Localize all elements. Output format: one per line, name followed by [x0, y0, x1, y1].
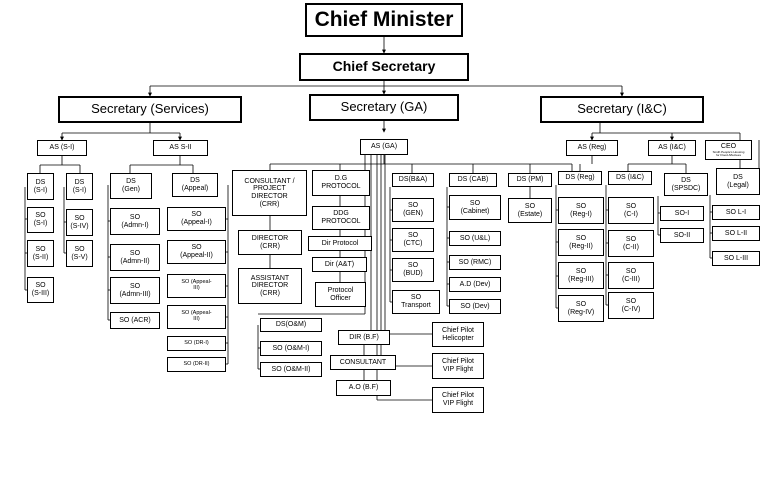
ddg-protocol-box: DDG PROTOCOL: [312, 206, 370, 230]
dir-protocol-box: Dir Protocol: [308, 236, 372, 251]
secretary-ga-box: Secretary (GA): [309, 94, 459, 121]
so-bud-box: SO (BUD): [392, 258, 434, 282]
so-dr1-box: SO (DR-I): [167, 336, 226, 351]
as-ga-box: AS (GA): [360, 139, 408, 155]
so-dev-box: SO (Dev): [449, 299, 501, 314]
so-s3-box: SO (S-III): [27, 277, 54, 303]
so-gen-box: SO (GEN): [392, 198, 434, 222]
so-appeal4-box: SO (Appeal- III): [167, 305, 226, 329]
so-admn2-box: SO (Admn-II): [110, 244, 160, 271]
so-reg3-box: SO (Reg-III): [558, 262, 604, 289]
so-s4-box: SO (S-IV): [66, 209, 93, 236]
ds-cab-box: DS (CAB): [449, 173, 497, 187]
so-l2-box: SO L-II: [712, 226, 760, 241]
so-appeal3-box: SO (Appeal- III): [167, 274, 226, 298]
so-ctc-box: SO (CTC): [392, 228, 434, 252]
as-reg-box: AS (Reg): [566, 140, 618, 156]
ds-om-box: DS(O&M): [260, 318, 322, 332]
ds-spsdc-box: DS (SPSDC): [664, 173, 708, 196]
secretary-ic-box: Secretary (I&C): [540, 96, 704, 123]
so-2-box: SO-II: [660, 228, 704, 243]
so-s1-box: SO (S-I): [27, 207, 54, 233]
consultant-crr-box: CONSULTANT / PROJECT DIRECTOR (CRR): [232, 170, 307, 216]
secretary-services-box: Secretary (Services): [58, 96, 242, 123]
so-acr-box: SO (ACR): [110, 312, 160, 329]
director-crr-box: DIRECTOR (CRR): [238, 230, 302, 255]
ds-s1-box-2: DS (S-I): [66, 173, 93, 200]
so-reg2-box: SO (Reg-II): [558, 229, 604, 256]
chief-pilot-vip-flight-box-2: Chief Pilot VIP Flight: [432, 387, 484, 413]
chief-pilot-helicopter-box: Chief Pilot Helicopter: [432, 322, 484, 347]
ds-gen-box: DS (Gen): [110, 173, 152, 199]
ds-ba-box: DS(B&A): [392, 173, 434, 187]
so-ul-box: SO (U&L): [449, 231, 501, 246]
so-l1-box: SO L-I: [712, 205, 760, 220]
so-l3-box: SO L-III: [712, 251, 760, 266]
so-c4-box: SO (C-IV): [608, 292, 654, 319]
so-c3-box: SO (C-III): [608, 262, 654, 289]
so-reg1-box: SO (Reg-I): [558, 197, 604, 224]
ad-dev-box: A.D (Dev): [449, 277, 501, 292]
so-c2-box: SO (C-II): [608, 230, 654, 257]
so-appeal1-box: SO (Appeal-I): [167, 207, 226, 231]
so-appeal2-box: SO (Appeal-II): [167, 240, 226, 264]
so-dr2-box: SO (DR-II): [167, 357, 226, 372]
dir-bf-box: DIR (B.F): [338, 330, 390, 345]
dir-at-box: Dir (A&T): [312, 257, 367, 272]
ceo-label: CEO: [720, 142, 737, 150]
so-s5-box: SO (S-V): [66, 240, 93, 267]
chief-pilot-vip-flight-box: Chief Pilot VIP Flight: [432, 353, 484, 379]
so-rmc-box: SO (RMC): [449, 255, 501, 270]
protocol-officer-box: Protocol Officer: [315, 282, 366, 307]
assistant-director-crr-box: ASSISTANT DIRECTOR (CRR): [238, 268, 302, 304]
so-estate-box: SO (Estate): [508, 198, 552, 223]
chief-minister-box: Chief Minister: [305, 3, 463, 37]
as-s2-box: AS S-II: [153, 140, 208, 156]
so-s2-box: SO (S-II): [27, 240, 54, 267]
ceo-sublabel: Sindh People's Housing for Flood Affecte…: [712, 149, 745, 157]
so-admn3-box: SO (Admn-III): [110, 277, 160, 304]
ds-appeal-box: DS (Appeal): [172, 173, 218, 197]
ceo-box: CEO Sindh People's Housing for Flood Aff…: [705, 140, 752, 160]
dg-protocol-box: D.G PROTOCOL: [312, 170, 370, 196]
as-ic-box: AS (I&C): [648, 140, 696, 156]
so-admn1-box: SO (Admn-I): [110, 208, 160, 235]
so-om1-box: SO (O&M-I): [260, 341, 322, 356]
chief-secretary-box: Chief Secretary: [299, 53, 469, 81]
so-transport-box: SO Transport: [392, 290, 440, 314]
ds-s1-box: DS (S-I): [27, 173, 54, 200]
so-reg4-box: SO (Reg-IV): [558, 295, 604, 322]
as-s1-box: AS (S-I): [37, 140, 87, 156]
ds-ic-box: DS (I&C): [608, 171, 652, 185]
so-om2-box: SO (O&M-II): [260, 362, 322, 377]
ds-reg-box: DS (Reg): [558, 171, 602, 185]
consultant-box: CONSULTANT: [330, 355, 396, 370]
so-1-box: SO-I: [660, 206, 704, 221]
ds-pm-box: DS (PM): [508, 173, 552, 187]
so-cabinet-box: SO (Cabinet): [449, 195, 501, 220]
ao-bf-box: A.O (B.F): [336, 380, 391, 396]
so-c1-box: SO (C-I): [608, 197, 654, 224]
ds-legal-box: DS (Legal): [716, 168, 760, 195]
